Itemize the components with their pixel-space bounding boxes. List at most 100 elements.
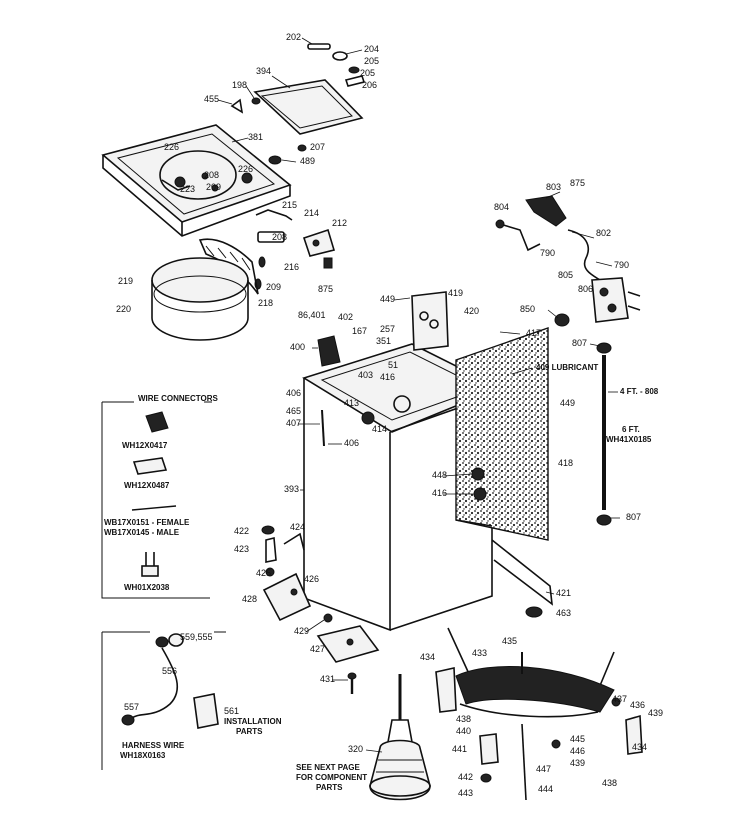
part-callout: 403: [358, 370, 373, 380]
part-callout: 441: [452, 744, 467, 754]
part-callout: 439: [570, 758, 585, 768]
part-callout: 414: [372, 424, 387, 434]
part-callout: 418: [558, 458, 573, 468]
part-callout: 436: [630, 700, 645, 710]
part-callout: 850: [520, 304, 535, 314]
part-callout: 86,401: [298, 310, 326, 320]
part-callout: 223: [180, 184, 195, 194]
part-callout: 423: [234, 544, 249, 554]
part-callout: 416: [380, 372, 395, 382]
part-callout: 875: [570, 178, 585, 188]
part-callout: 208: [204, 170, 219, 180]
part-callout: 407: [286, 418, 301, 428]
part-callout: 790: [614, 260, 629, 270]
connector-label: WB17X0145 - MALE: [104, 528, 180, 537]
part-callout: 204: [364, 44, 379, 54]
part-callout: 426: [304, 574, 319, 584]
part-callout: 220: [116, 304, 131, 314]
part-callout: 409 LUBRICANT: [536, 363, 598, 372]
part-callout: 804: [494, 202, 509, 212]
part-callout: 226: [238, 164, 253, 174]
part-callout: 434: [632, 742, 647, 752]
part-callout: 448: [432, 470, 447, 480]
callout-labels: 202 204 205 205 206 394 198 455 381 226 …: [116, 32, 663, 798]
harness-callout: WH18X0163: [120, 751, 166, 760]
part-callout: 438: [456, 714, 471, 724]
connector-label: WH01X2038: [124, 583, 170, 592]
lid-switch-parts: [254, 209, 336, 290]
part-callout: 465: [286, 406, 301, 416]
part-callout: 449: [380, 294, 395, 304]
part-callout: 215: [282, 200, 297, 210]
part-callout: 875: [318, 284, 333, 294]
part-callout: 198: [232, 80, 247, 90]
harness-callout: INSTALLATION: [224, 717, 282, 726]
part-callout: 463: [556, 608, 571, 618]
part-callout: 402: [338, 312, 353, 322]
part-callout: 805: [558, 270, 573, 280]
part-callout: 406: [344, 438, 359, 448]
part-callout: 381: [248, 132, 263, 142]
connector-label: WH12X0487: [124, 481, 170, 490]
part-callout: 422: [234, 526, 249, 536]
part-callout: 209: [206, 182, 221, 192]
cabinet: [302, 291, 554, 632]
part-callout: 202: [286, 32, 301, 42]
part-callout: 51: [388, 360, 398, 370]
part-callout: 440: [456, 726, 471, 736]
part-callout: 216: [284, 262, 299, 272]
part-callout: 803: [546, 182, 561, 192]
part-callout: 802: [596, 228, 611, 238]
part-callout: 214: [304, 208, 319, 218]
part-callout: 447: [536, 764, 551, 774]
part-callout: 394: [256, 66, 271, 76]
wire-connectors-title: WIRE CONNECTORS: [138, 394, 219, 403]
part-callout: 438: [602, 778, 617, 788]
connector-label: WH12X0417: [122, 441, 168, 450]
part-callout: 413: [344, 398, 359, 408]
part-callout: 424: [290, 522, 305, 532]
footnote-line: SEE NEXT PAGE: [296, 763, 361, 772]
footnote-line: PARTS: [316, 783, 343, 792]
part-callout: 205: [364, 56, 379, 66]
part-callout: 212: [332, 218, 347, 228]
part-callout: 437: [612, 694, 627, 704]
water-valve-assembly: [495, 195, 641, 526]
leader-lines: [217, 37, 620, 753]
harness-callout: 561: [224, 706, 239, 716]
wire-connectors-box: WIRE CONNECTORS WH12X0417 WH12X0487 WB17…: [101, 394, 219, 599]
top-cover: [101, 124, 292, 237]
part-callout: 806: [578, 284, 593, 294]
part-callout: 416: [432, 488, 447, 498]
lower-left-parts: [261, 525, 380, 694]
harness-callout: 559,555: [180, 632, 213, 642]
part-callout: 406: [286, 388, 301, 398]
part-callout: 226: [164, 142, 179, 152]
footnote-line: FOR COMPONENT: [296, 773, 367, 782]
part-callout: 167: [352, 326, 367, 336]
harness-callout: HARNESS WIRE: [122, 741, 185, 750]
part-callout: 257: [380, 324, 395, 334]
part-callout: 206: [362, 80, 377, 90]
base-suspension: [435, 627, 643, 801]
part-callout: 449: [560, 398, 575, 408]
part-callout: 442: [458, 772, 473, 782]
part-callout: 455: [204, 94, 219, 104]
part-callout: WH41X0185: [606, 435, 652, 444]
footnote: SEE NEXT PAGE FOR COMPONENT PARTS: [296, 763, 367, 792]
part-callout: 417: [526, 328, 541, 338]
part-callout: 205: [360, 68, 375, 78]
harness-callout: 556: [162, 666, 177, 676]
part-callout: 208: [272, 232, 287, 242]
part-callout: 219: [118, 276, 133, 286]
part-callout: 445: [570, 734, 585, 744]
part-callout: 807: [626, 512, 641, 522]
part-callout: 434: [420, 652, 435, 662]
part-callout: 807: [572, 338, 587, 348]
part-callout: 425: [256, 568, 271, 578]
part-callout: 489: [300, 156, 315, 166]
part-callout: 6 FT.: [622, 425, 640, 434]
part-callout: 446: [570, 746, 585, 756]
part-callout: 4 FT. - 808: [620, 387, 659, 396]
